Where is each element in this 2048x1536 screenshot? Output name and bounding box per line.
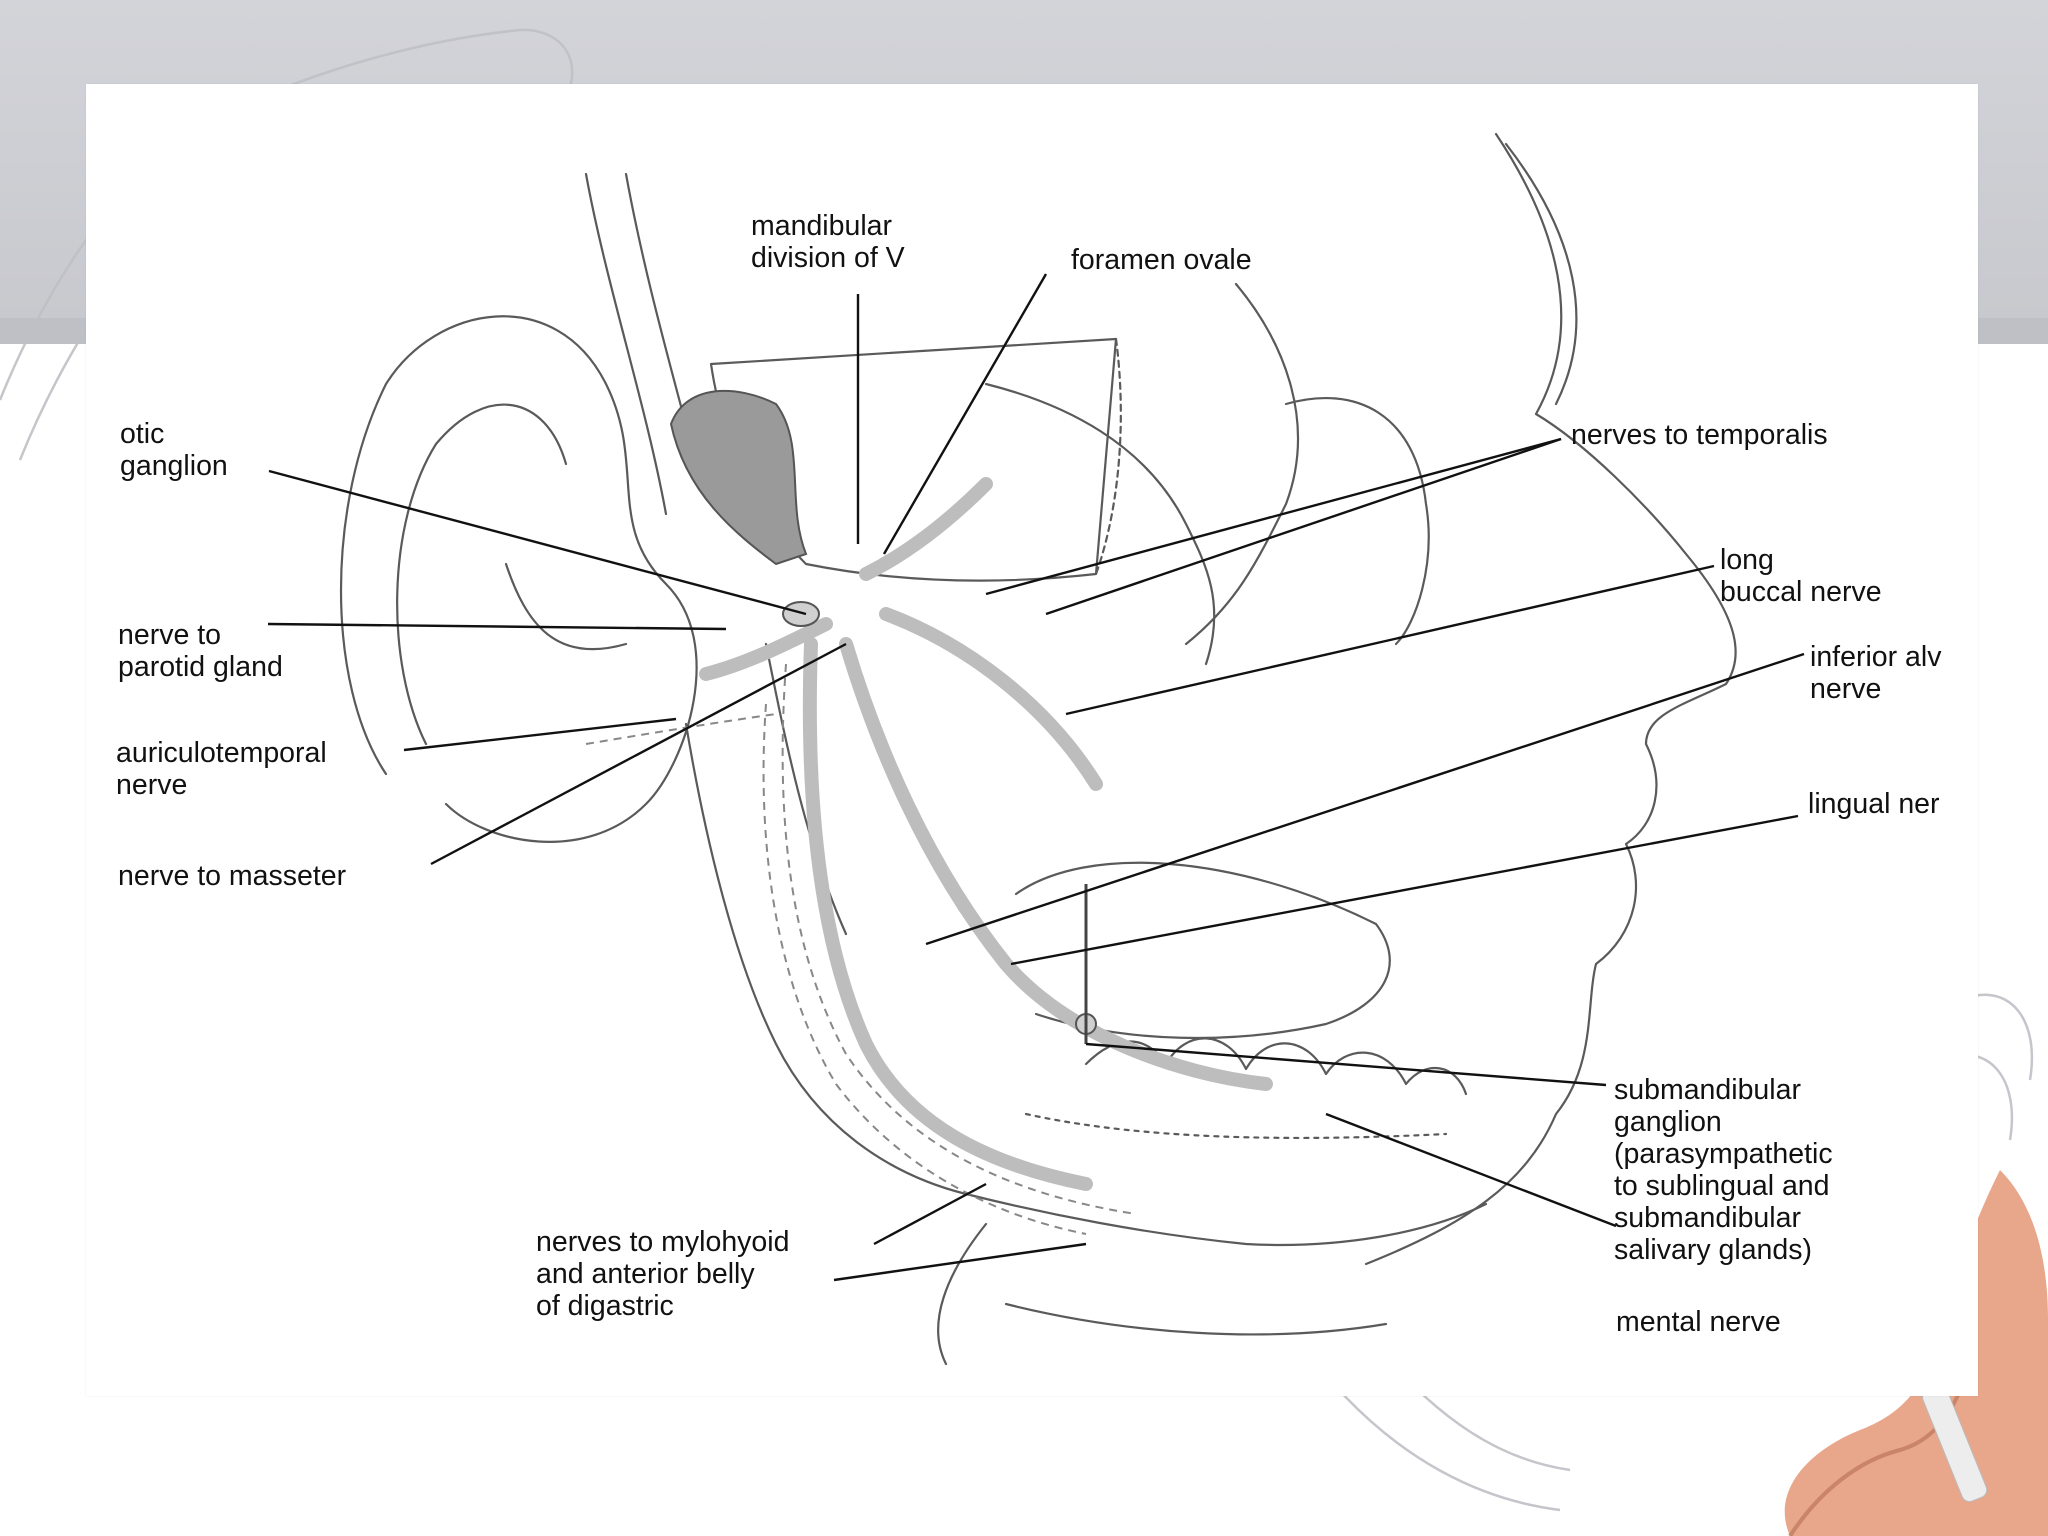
leader-temporalis-1 [985, 437, 1562, 596]
hand-injection-photo [1784, 1170, 2048, 1536]
ear-outline [340, 315, 698, 843]
leader-nerve-to-masseter [430, 642, 847, 866]
label-foramen-ovale: foramen ovale [1071, 244, 1252, 276]
leader-mylohyoid-1 [873, 1182, 987, 1246]
label-mandibular-division: mandibular division of V [751, 210, 905, 274]
label-nerve-to-parotid: nerve to parotid gland [118, 619, 283, 683]
leader-nerve-to-parotid [267, 622, 727, 631]
label-submandibular-ganglion: submandibular ganglion (parasympathetic … [1614, 1074, 1833, 1266]
label-nerves-to-temporalis: nerves to temporalis [1571, 419, 1828, 451]
face-profile [1364, 132, 1737, 1266]
label-auriculotemporal: auriculotemporal nerve [116, 737, 327, 801]
leader-temporalis-2 [1045, 437, 1562, 616]
lingual-nerve [839, 637, 1273, 1091]
label-lingual-nerve: lingual ner [1808, 788, 1940, 820]
leader-foramen-ovale [882, 273, 1048, 555]
diagram-figure: mandibular division of V foramen ovale o… [86, 84, 1978, 1396]
mandibular-nerve-trunk [669, 389, 808, 566]
leader-lingual [1010, 814, 1799, 966]
label-nerve-to-masseter: nerve to masseter [118, 860, 347, 892]
leader-mental [1325, 1112, 1617, 1228]
label-mental-nerve: mental nerve [1616, 1306, 1781, 1338]
label-otic-ganglion: otic ganglion [120, 418, 228, 482]
label-long-buccal-nerve: long buccal nerve [1720, 544, 1882, 608]
leader-long-buccal [1065, 564, 1715, 716]
leader-mylohyoid-2 [833, 1242, 1087, 1282]
leader-inferior-alveolar [925, 652, 1805, 946]
otic-ganglion-marker [782, 601, 820, 627]
leader-auriculotemporal [403, 717, 677, 752]
inferior-alveolar-nerve [802, 637, 1093, 1191]
mandible-outline [684, 722, 1488, 1247]
label-nerves-to-mylohyoid: nerves to mylohyoid and anterior belly o… [536, 1226, 790, 1322]
mandibular-nerve-illustration [267, 132, 1805, 1366]
label-inferior-alveolar-nerve: inferior alv nerve [1810, 641, 1942, 705]
buccal-nerve [879, 607, 1103, 791]
leader-submandibular [1085, 1042, 1607, 1087]
leader-otic-ganglion [268, 469, 807, 616]
